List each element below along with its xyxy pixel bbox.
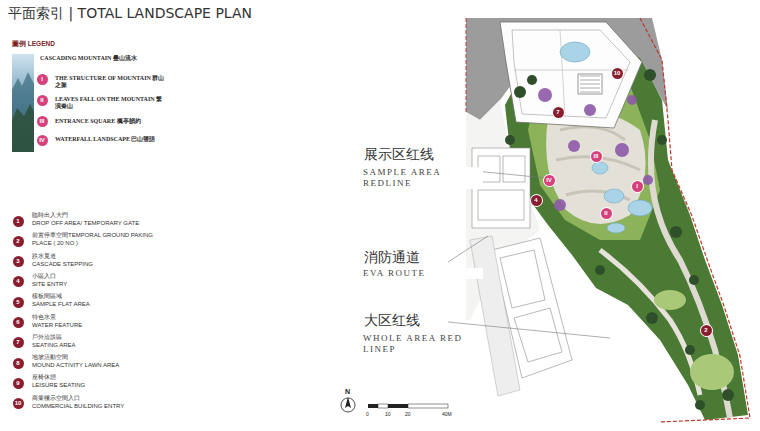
whole-redline-label-zh: 大区红线 [363, 312, 421, 330]
callout-number: 9 [13, 378, 24, 389]
map-callout: III [591, 151, 602, 162]
index-text-zh: 跌水覓道 [32, 253, 56, 261]
legend-heading: 圖例 LEGEND [12, 40, 55, 49]
north-label: N [345, 388, 350, 395]
callout-number: 7 [13, 337, 24, 348]
legend-numeral: III [37, 116, 48, 127]
index-text-en: COMMERCIAL BUILDING ENTRY [32, 403, 124, 411]
scale-number: 0 [366, 411, 369, 417]
callout-number: 1 [13, 216, 24, 227]
eva-label-en: EVA ROUTE [363, 268, 483, 279]
map-callout: 7 [553, 107, 564, 118]
callout-number: 2 [13, 236, 24, 247]
callout-number: 3 [13, 256, 24, 267]
legend-text: WATERFALL LANDSCAPE 巴山聲語 [55, 136, 167, 143]
page-title: 平面索引 | TOTAL LANDSCAPE PLAN [8, 5, 252, 23]
scale-number: 10 [385, 411, 391, 417]
redline-label-en: SAMPLE AREA REDLINE [363, 167, 483, 189]
scale-number: 40M [442, 411, 452, 417]
legend-text: THE STRUCTURE OF MOUNTAIN 群山之脈 [55, 75, 167, 89]
map-callout: 2 [701, 325, 712, 336]
index-text-zh: 座椅休憩 [32, 374, 56, 382]
index-text-zh: 小區入口 [32, 273, 56, 281]
legend-text: CASCADING MOUNTAIN 疊山流水 [40, 55, 152, 62]
index-text-en: SITE ENTRY [32, 281, 67, 289]
legend-numeral: I [37, 74, 48, 85]
redline-label-zh: 展示区红线 [363, 146, 435, 164]
index-text-zh: 商業樓示空間入口 [32, 395, 80, 403]
map-callout: I [632, 181, 643, 192]
callout-number: 4 [13, 276, 24, 287]
map-callout: 10 [612, 68, 623, 79]
index-text-zh: 樣板間區域 [32, 293, 62, 301]
callout-number: 8 [13, 358, 24, 369]
legend-numeral: IV [37, 135, 48, 146]
index-text: 前置停車空間TEMPORAL GROUND PAKING PLACE ( 20 … [32, 232, 164, 247]
legend-numeral: II [37, 95, 48, 106]
index-text-en: DROP OFF AREA/ TEMPORARY GATE [32, 220, 139, 228]
eva-label-zh: 消防通道 [363, 249, 421, 267]
index-text-en: SEATING AREA [32, 342, 76, 350]
whole-redline-label-en: WHOLE AREA RED LINEP [363, 333, 483, 355]
callout-number: 6 [13, 317, 24, 328]
legend-text: ENTRANCE SQUARE 楓亭韻約 [55, 118, 167, 125]
map-callout: IV [544, 175, 555, 186]
index-text-en: MOUND ACTIVITY LAWN AREA [32, 362, 119, 370]
index-text-zh: 特色水景 [32, 314, 56, 322]
scale-number: 20 [405, 411, 411, 417]
callout-number: 10 [13, 398, 24, 409]
map-callout: 4 [531, 195, 542, 206]
index-text-en: SAMPLE FLAT AREA [32, 301, 90, 309]
map-callout: II [601, 208, 612, 219]
index-text-zh: 戶外洽談區 [32, 334, 62, 342]
index-text-zh: 地坡活動空間 [32, 354, 68, 362]
legend-text: LEAVES FALL ON THE MOUNTAIN 繁演秦山 [55, 96, 167, 110]
index-text-en: WATER FEATURE [32, 322, 82, 330]
index-text-en: LEISURE SEATING [32, 382, 85, 390]
callout-number: 5 [13, 297, 24, 308]
index-text-zh: 臨時出入大門 [32, 212, 68, 220]
index-text-en: CASCADE STEPPING [32, 261, 93, 269]
